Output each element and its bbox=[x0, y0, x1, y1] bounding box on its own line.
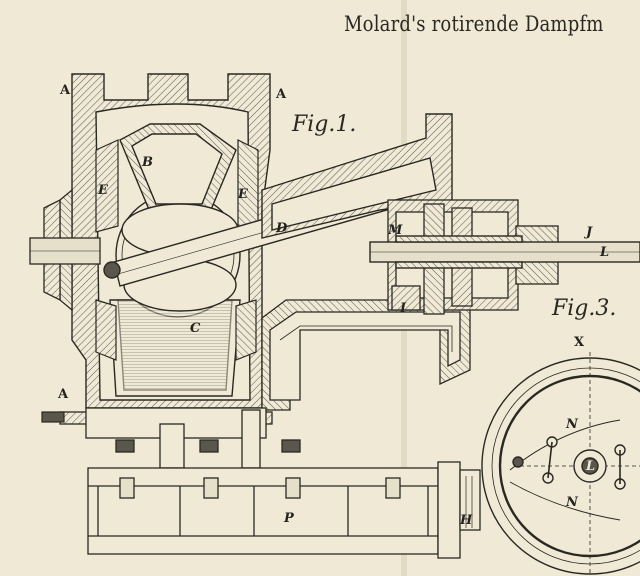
exhaust-pipe bbox=[261, 299, 471, 411]
base-frame bbox=[59, 407, 481, 559]
label-d: D bbox=[276, 221, 288, 236]
label-a-top-left: A bbox=[60, 83, 71, 98]
label-j: J bbox=[586, 225, 593, 240]
label-n-bottom: N bbox=[566, 495, 578, 510]
label-i: I bbox=[400, 301, 407, 316]
fig3-label: Fig.3. bbox=[552, 296, 617, 321]
label-n-top: N bbox=[566, 417, 578, 432]
steam-passage bbox=[261, 113, 453, 239]
label-l-center: L bbox=[586, 459, 596, 474]
label-a-lower-left: A bbox=[58, 387, 69, 402]
rotor bbox=[109, 123, 241, 397]
guides bbox=[95, 139, 259, 361]
bottom-bolt bbox=[41, 411, 65, 423]
fig3-disc bbox=[481, 352, 640, 576]
label-a-top-right: A bbox=[276, 87, 287, 102]
fig1-label: Fig.1. bbox=[292, 112, 357, 137]
left-bearing bbox=[29, 188, 101, 312]
label-p: P bbox=[284, 511, 294, 526]
label-e-right: E bbox=[238, 187, 248, 202]
label-c: C bbox=[190, 321, 201, 336]
label-e-left: E bbox=[98, 183, 108, 198]
label-b: B bbox=[142, 155, 153, 170]
plate-title: Molard's rotirende Dampfm bbox=[344, 12, 604, 36]
label-x: X bbox=[574, 335, 585, 350]
label-l: L bbox=[600, 245, 610, 260]
label-m: M bbox=[388, 223, 403, 238]
main-shaft bbox=[369, 235, 640, 269]
label-h: H bbox=[460, 513, 473, 528]
